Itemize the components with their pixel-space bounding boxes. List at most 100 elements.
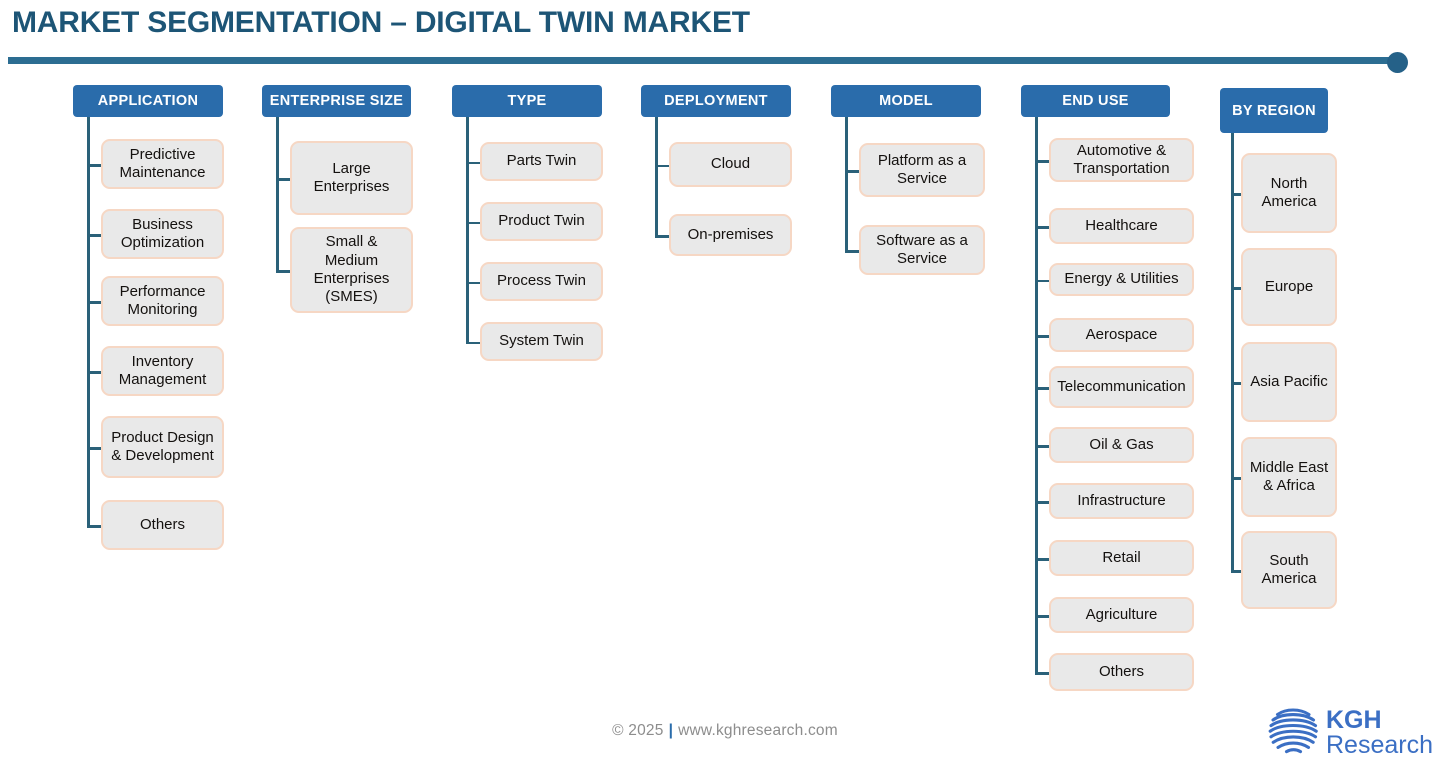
node-deployment-0[interactable]: Cloud	[669, 142, 792, 187]
connector-stem-type	[466, 117, 469, 342]
node-label: On-premises	[687, 225, 774, 243]
node-label: Cloud	[710, 155, 751, 173]
node-end-use-0[interactable]: Automotive & Transportation	[1049, 138, 1194, 182]
connector-stub-application-1	[87, 234, 101, 237]
connector-stub-end-use-2	[1035, 279, 1049, 282]
connector-stub-application-3	[87, 371, 101, 374]
node-label: Product Design & Development	[111, 428, 214, 464]
node-label: System Twin	[499, 332, 584, 350]
node-end-use-9[interactable]: Others	[1049, 653, 1194, 691]
node-by-region-1[interactable]: Europe	[1241, 248, 1337, 326]
node-by-region-3[interactable]: Middle East & Africa	[1241, 437, 1337, 517]
node-end-use-8[interactable]: Agriculture	[1049, 597, 1194, 633]
connector-stem-model	[845, 117, 848, 250]
connector-stub-end-use-7	[1035, 558, 1049, 561]
node-label: Telecommunication	[1057, 377, 1186, 395]
node-application-4[interactable]: Product Design & Development	[101, 416, 224, 478]
connector-stub-type-1	[466, 221, 480, 224]
node-label: South America	[1261, 551, 1317, 587]
column-header-by-region[interactable]: BY REGION	[1220, 88, 1328, 133]
node-label: Oil & Gas	[1089, 435, 1154, 453]
connector-stub-end-use-1	[1035, 226, 1049, 229]
connector-stub-application-0	[87, 164, 101, 167]
connector-stub-end-use-4	[1035, 387, 1049, 390]
connector-stub-end-use-3	[1035, 335, 1049, 338]
node-type-1[interactable]: Product Twin	[480, 202, 603, 241]
connector-stub-model-1	[845, 250, 859, 253]
node-label: Product Twin	[498, 212, 585, 230]
globe-icon	[1268, 708, 1318, 754]
kgh-research-logo: KGH Research	[1266, 700, 1444, 760]
node-label: Parts Twin	[506, 152, 577, 170]
node-application-0[interactable]: Predictive Maintenance	[101, 139, 224, 189]
node-end-use-1[interactable]: Healthcare	[1049, 208, 1194, 244]
connector-stem-by-region	[1231, 133, 1234, 570]
node-enterprise-size-0[interactable]: Large Enterprises	[290, 141, 413, 215]
node-deployment-1[interactable]: On-premises	[669, 214, 792, 256]
node-application-2[interactable]: Performance Monitoring	[101, 276, 224, 326]
node-label: Automotive & Transportation	[1073, 141, 1170, 177]
node-application-5[interactable]: Others	[101, 500, 224, 550]
connector-stub-by-region-3	[1231, 477, 1241, 480]
connector-stub-deployment-0	[655, 164, 669, 167]
column-header-model[interactable]: MODEL	[831, 85, 981, 117]
node-label: Infrastructure	[1077, 491, 1166, 509]
node-end-use-6[interactable]: Infrastructure	[1049, 483, 1194, 519]
node-by-region-4[interactable]: South America	[1241, 531, 1337, 609]
column-header-enterprise-size[interactable]: ENTERPRISE SIZE	[262, 85, 411, 117]
connector-stem-enterprise-size	[276, 117, 279, 270]
node-end-use-3[interactable]: Aerospace	[1049, 318, 1194, 352]
node-model-1[interactable]: Software as a Service	[859, 225, 985, 275]
column-header-type[interactable]: TYPE	[452, 85, 602, 117]
node-type-2[interactable]: Process Twin	[480, 262, 603, 301]
node-label: Retail	[1102, 548, 1141, 566]
node-by-region-2[interactable]: Asia Pacific	[1241, 342, 1337, 422]
node-label: Large Enterprises	[313, 159, 390, 195]
footer-separator: |	[668, 722, 674, 739]
connector-stub-type-3	[466, 341, 480, 344]
node-enterprise-size-1[interactable]: Small & Medium Enterprises (SMES)	[290, 227, 413, 313]
node-label: Europe	[1264, 277, 1314, 295]
connector-stub-by-region-0	[1231, 193, 1241, 196]
node-label: Inventory Management	[118, 352, 207, 388]
node-application-1[interactable]: Business Optimization	[101, 209, 224, 259]
connector-stub-end-use-6	[1035, 501, 1049, 504]
node-end-use-7[interactable]: Retail	[1049, 540, 1194, 576]
node-end-use-2[interactable]: Energy & Utilities	[1049, 263, 1194, 296]
node-by-region-0[interactable]: North America	[1241, 153, 1337, 233]
page-title: MARKET SEGMENTATION – DIGITAL TWIN MARKE…	[12, 6, 750, 39]
node-label: Process Twin	[497, 272, 586, 290]
node-label: Software as a Service	[876, 231, 968, 267]
node-model-0[interactable]: Platform as a Service	[859, 143, 985, 197]
connector-stub-end-use-5	[1035, 445, 1049, 448]
node-label: Middle East & Africa	[1249, 458, 1329, 494]
footer: © 2025|www.kghresearch.com	[0, 722, 1450, 740]
node-label: Performance Monitoring	[119, 282, 206, 318]
node-end-use-4[interactable]: Telecommunication	[1049, 366, 1194, 408]
divider-line	[8, 57, 1394, 64]
logo-text-research: Research	[1326, 731, 1433, 759]
node-label: Platform as a Service	[877, 151, 967, 187]
title-divider	[8, 52, 1408, 73]
column-header-deployment[interactable]: DEPLOYMENT	[641, 85, 791, 117]
column-header-application[interactable]: APPLICATION	[73, 85, 223, 117]
divider-end-dot	[1387, 52, 1408, 73]
connector-stub-by-region-4	[1231, 570, 1241, 573]
connector-stem-application	[87, 117, 90, 525]
node-label: Asia Pacific	[1250, 372, 1328, 390]
connector-stem-end-use	[1035, 117, 1038, 672]
connector-stub-by-region-1	[1231, 287, 1241, 290]
node-label: North America	[1261, 174, 1317, 210]
node-type-3[interactable]: System Twin	[480, 322, 603, 361]
node-type-0[interactable]: Parts Twin	[480, 142, 603, 181]
node-end-use-5[interactable]: Oil & Gas	[1049, 427, 1194, 463]
node-label: Others	[1098, 662, 1144, 680]
connector-stub-enterprise-size-0	[276, 178, 290, 181]
node-label: Small & Medium Enterprises (SMES)	[313, 233, 390, 306]
column-header-end-use[interactable]: END USE	[1021, 85, 1170, 117]
logo-text-kgh: KGH	[1326, 706, 1382, 734]
node-label: Energy & Utilities	[1064, 270, 1179, 288]
node-application-3[interactable]: Inventory Management	[101, 346, 224, 396]
connector-stub-application-5	[87, 525, 101, 528]
footer-copyright: © 2025	[612, 722, 664, 739]
